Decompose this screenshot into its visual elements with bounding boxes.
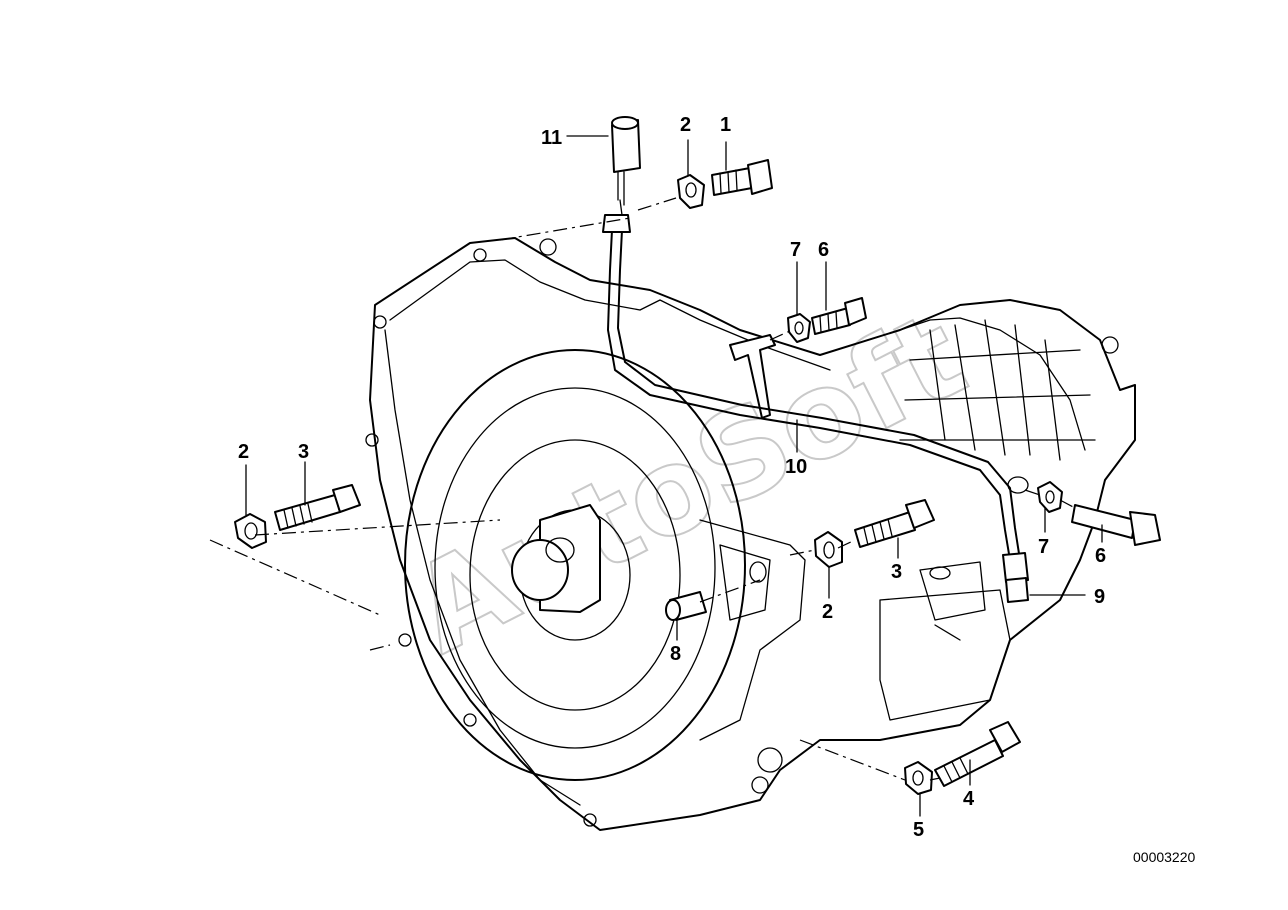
bolt-6-top xyxy=(811,297,867,335)
bolt-3-left xyxy=(274,484,361,531)
callout-2-left: 2 xyxy=(238,441,249,463)
washer-7-right xyxy=(1037,481,1063,513)
transmission-housing xyxy=(365,237,1136,831)
casing-ribs xyxy=(899,319,1096,461)
callout-3-left: 3 xyxy=(298,441,309,463)
alignment-lines xyxy=(209,197,1076,781)
watermark: AutoSoft xyxy=(390,285,987,682)
callout-2-middle: 2 xyxy=(822,601,833,623)
callout-5: 5 xyxy=(913,819,924,841)
callout-1: 1 xyxy=(720,114,731,136)
bushing-8 xyxy=(665,591,707,621)
washer-2-left xyxy=(234,513,267,549)
callout-2-top: 2 xyxy=(680,114,691,136)
callout-11: 11 xyxy=(541,127,562,149)
callout-6-right: 6 xyxy=(1095,545,1106,567)
callout-4: 4 xyxy=(963,788,975,810)
callout-7-right: 7 xyxy=(1038,536,1049,558)
bolt-6-right xyxy=(1071,504,1161,546)
dipstick-guide-tube xyxy=(602,214,1029,603)
washer-2-top xyxy=(677,174,705,209)
callout-7-top: 7 xyxy=(790,239,801,261)
callout-labels: 11 2 1 7 6 2 3 10 7 6 3 2 9 8 4 5 xyxy=(238,114,1106,841)
callout-10: 10 xyxy=(785,456,807,478)
callout-3-middle: 3 xyxy=(891,561,902,583)
callout-9: 9 xyxy=(1094,586,1105,608)
bolt-4-bottom xyxy=(934,721,1021,787)
washer-2-middle xyxy=(814,531,843,568)
leader-lines xyxy=(245,135,1103,817)
washer-7-top xyxy=(787,313,811,343)
callout-8: 8 xyxy=(670,643,681,665)
svg-text:AutoSoft: AutoSoft xyxy=(391,286,986,681)
dipstick-cap xyxy=(611,116,641,216)
bolt-3-middle xyxy=(854,499,935,548)
callout-6-top: 6 xyxy=(818,239,829,261)
document-number: 00003220 xyxy=(1133,849,1196,865)
washer-5-bottom xyxy=(904,761,933,795)
bolt-1 xyxy=(711,159,773,196)
